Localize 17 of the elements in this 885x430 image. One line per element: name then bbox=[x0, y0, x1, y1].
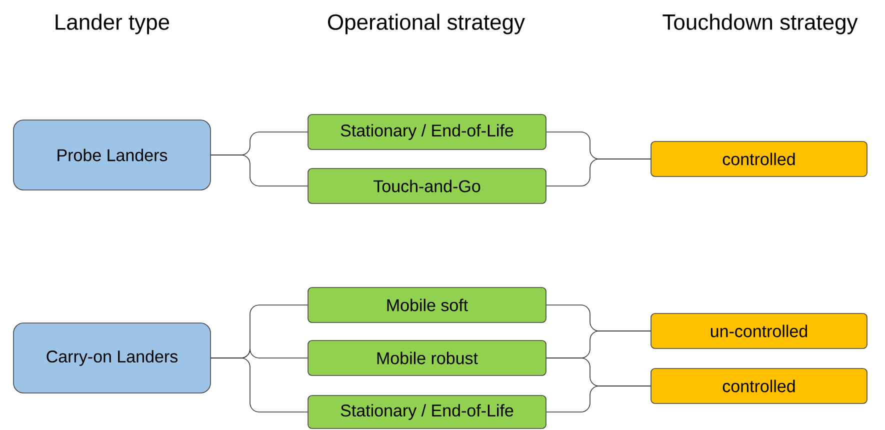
brace-connector bbox=[210, 154, 308, 186]
strategy-box: Touch-and-Go bbox=[308, 168, 546, 204]
touchdown-box: un-controlled bbox=[650, 313, 868, 349]
strategy-box: Stationary / End-of-Life bbox=[308, 395, 546, 429]
brace-connector bbox=[210, 358, 308, 412]
brace-connector bbox=[546, 158, 651, 186]
touchdown-box: controlled bbox=[650, 141, 868, 177]
strategy-box: Mobile soft bbox=[308, 287, 546, 323]
column-heading: Lander type bbox=[56, 14, 170, 34]
lander-box: Probe Landers bbox=[13, 120, 211, 190]
strategy-box: Mobile robust bbox=[308, 340, 546, 376]
column-heading: Operational strategy bbox=[328, 14, 525, 34]
column-heading: Touchdown strategy bbox=[662, 14, 858, 34]
brace-connector bbox=[546, 386, 651, 412]
lander-box: Carry-on Landers bbox=[13, 322, 211, 394]
strategy-box: Stationary / End-of-Life bbox=[308, 114, 546, 150]
touchdown-box: controlled bbox=[650, 368, 868, 404]
